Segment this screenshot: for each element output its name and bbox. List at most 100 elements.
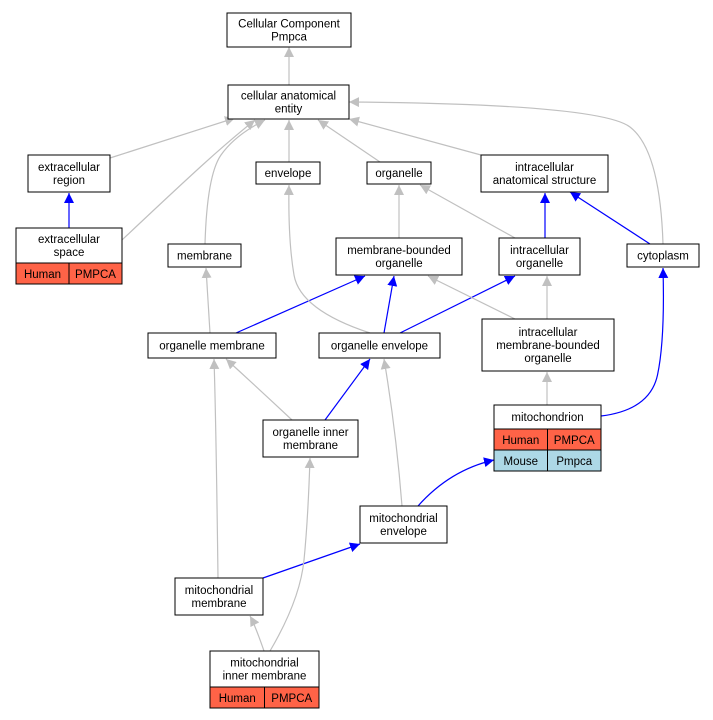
- node-box: [318, 332, 441, 359]
- node-box: [27, 154, 111, 193]
- part-of-arrow: [399, 275, 516, 334]
- edge-mitochondrial_inner_membrane-to-mitochondrial_membrane: [249, 615, 265, 652]
- edge-mitochondrion-to-cytoplasm: [600, 267, 669, 417]
- is-a-arrow: [269, 457, 315, 652]
- node-label-line: envelope: [265, 168, 312, 180]
- annotation-species-text: Mouse: [503, 456, 538, 468]
- edge-intracellular_mbo-to-membrane_bounded_organelle: [427, 275, 516, 320]
- edge-mitochondrial_inner_membrane-to-organelle_inner_membrane: [269, 457, 315, 652]
- annotation-species-cell: Human: [209, 686, 265, 709]
- is-a-arrow: [427, 275, 516, 320]
- is-a-arrow: [283, 184, 371, 334]
- edge-membrane-to-cae: [204, 119, 266, 245]
- node-box: [255, 161, 321, 185]
- edge-mitochondrial_envelope-to-mitochondrion: [417, 457, 495, 507]
- node-label-line: membrane: [192, 598, 247, 610]
- annotation-gene-text: PMPCA: [75, 269, 116, 281]
- node-label-line: organelle: [375, 258, 422, 270]
- node-organelle[interactable]: organelle: [366, 161, 432, 185]
- node-organelle-envelope[interactable]: organelle envelope: [318, 332, 441, 359]
- annotation-species-text: Human: [24, 269, 61, 281]
- node-label-line: extracellular: [38, 234, 100, 246]
- part-of-arrow: [417, 457, 495, 507]
- is-a-arrow: [209, 358, 220, 579]
- node-label-line: anatomical structure: [493, 175, 597, 187]
- node-label-line: intracellular: [519, 327, 578, 339]
- annotation-gene-text: PMPCA: [554, 435, 595, 447]
- is-a-arrow: [249, 615, 265, 652]
- node-label-line: membrane: [177, 251, 232, 263]
- node-label-line: intracellular: [515, 162, 574, 174]
- annotation-species-cell: Human: [493, 428, 548, 451]
- edge-extracellular_region-to-cae: [109, 116, 236, 159]
- node-label-line: region: [53, 175, 85, 187]
- edges-layer: [64, 47, 669, 652]
- edge-intracellular_organelle-to-organelle: [419, 184, 516, 239]
- annotation-species-cell: Human: [15, 262, 70, 285]
- part-of-arrow: [324, 358, 371, 421]
- edge-organelle_envelope-to-intracellular_organelle: [399, 275, 516, 334]
- annotation-gene-cell: PMPCA: [68, 262, 123, 285]
- node-label-line: space: [54, 247, 85, 259]
- annotation-gene-cell: PMPCA: [547, 428, 602, 451]
- part-of-arrow: [235, 275, 366, 334]
- annotation-cell-bg: [68, 262, 123, 285]
- node-membrane[interactable]: membrane: [167, 243, 242, 268]
- edge-cytoplasm-to-cae: [348, 97, 664, 245]
- node-label-line: cellular anatomical: [241, 91, 336, 103]
- node-box: [359, 505, 448, 544]
- part-of-arrow: [262, 542, 361, 579]
- is-a-arrow: [380, 358, 403, 507]
- edge-mitochondrial_membrane-to-organelle_membrane: [209, 358, 220, 579]
- annotation-gene-cell: PMPCA: [264, 686, 320, 709]
- node-box: [262, 419, 359, 458]
- node-label-line: extracellular: [38, 162, 100, 174]
- edge-mitochondrial_envelope-to-organelle_envelope: [380, 358, 403, 507]
- node-envelope[interactable]: envelope: [255, 161, 321, 185]
- part-of-arrow: [600, 267, 669, 417]
- node-label-line: Cellular Component: [238, 19, 340, 31]
- node-box: [366, 161, 432, 185]
- is-a-arrow: [109, 116, 236, 159]
- node-label-line: inner membrane: [223, 671, 307, 683]
- node-label-line: mitochondrion: [511, 412, 583, 424]
- node-box: [174, 577, 264, 616]
- edge-extracellular_space-to-cae: [121, 119, 256, 241]
- edge-organelle_inner_membrane-to-organelle_membrane: [225, 358, 293, 421]
- annotation-species-text: Human: [502, 435, 539, 447]
- node-cytoplasm[interactable]: cytoplasm: [626, 243, 700, 268]
- node-label-line: intracellular: [510, 245, 569, 257]
- is-a-arrow: [201, 267, 212, 334]
- node-label-line: Pmpca: [271, 32, 307, 44]
- edge-cytoplasm-to-intracellular_anatomical_structure: [569, 191, 651, 245]
- node-organelle-membrane[interactable]: organelle membrane: [147, 332, 277, 359]
- part-of-arrow: [383, 275, 398, 334]
- edge-organelle_envelope-to-membrane_bounded_organelle: [383, 275, 398, 334]
- annotation-gene-text: PMPCA: [271, 693, 312, 705]
- annotation-cell-bg: [547, 449, 602, 472]
- edge-intracellular_anatomical_structure-to-cae: [348, 116, 482, 156]
- node-label-line: membrane-bounded: [347, 245, 451, 257]
- node-box: [498, 237, 581, 276]
- edge-mitochondrial_membrane-to-mitochondrial_envelope: [262, 542, 361, 579]
- node-label-line: envelope: [380, 526, 427, 538]
- node-box: [226, 12, 352, 48]
- node-box: [167, 243, 242, 268]
- node-label-line: organelle: [375, 168, 422, 180]
- node-box: [147, 332, 277, 359]
- node-label-line: organelle membrane: [159, 341, 264, 353]
